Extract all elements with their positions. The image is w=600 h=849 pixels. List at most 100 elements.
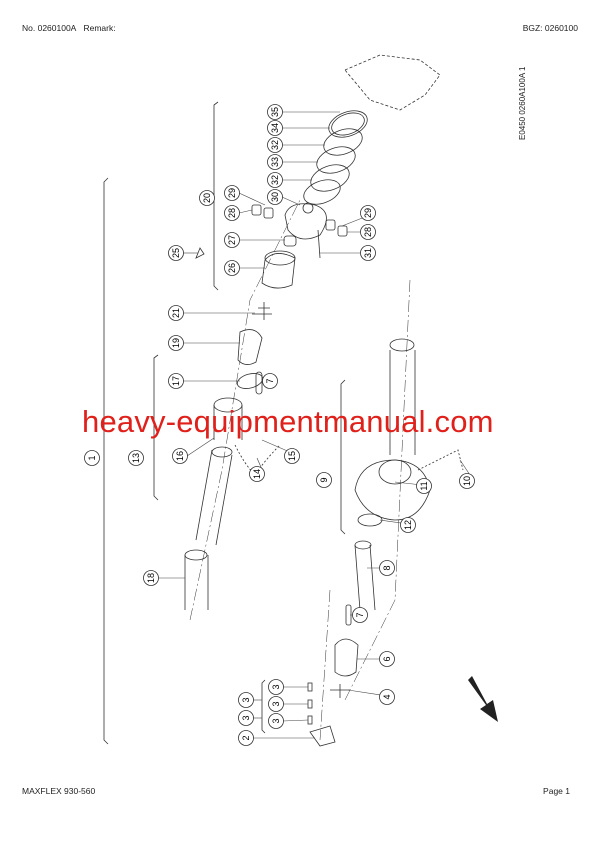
- callout-label: 8: [382, 565, 392, 570]
- callout-circle: [360, 245, 376, 261]
- callout-3: 3: [268, 713, 309, 729]
- callout-circle: [267, 172, 283, 188]
- callout-31: 31: [320, 245, 376, 261]
- callout-label: 7: [355, 612, 365, 617]
- callout-circle: [416, 478, 432, 494]
- leader-line: [281, 196, 301, 206]
- page-number: Page 1: [543, 786, 570, 796]
- callout-circle: [128, 450, 144, 466]
- callout-circle: [172, 448, 188, 464]
- callout-circle: [267, 137, 283, 153]
- callout-12: 12: [379, 517, 416, 533]
- callout-label: 6: [382, 656, 392, 661]
- callout-6: 6: [357, 651, 395, 667]
- callout-28: 28: [224, 205, 253, 221]
- bgz-number: BGZ: 0260100: [522, 23, 578, 33]
- callout-label: 19: [171, 338, 181, 348]
- callout-4: 4: [347, 689, 395, 705]
- callout-circle: [262, 373, 278, 389]
- callout-label: 21: [171, 308, 181, 318]
- callout-circle: [268, 713, 284, 729]
- callout-29: 29: [224, 185, 266, 206]
- leader-line: [238, 192, 266, 206]
- callout-19: 19: [168, 335, 240, 351]
- callout-18: 18: [143, 570, 185, 586]
- callout-circle: [360, 205, 376, 221]
- callout-circle: [267, 189, 283, 205]
- callout-label: 34: [270, 123, 280, 133]
- callout-13: 13: [128, 450, 144, 466]
- callout-26: 26: [224, 260, 265, 276]
- callout-label: 3: [241, 715, 251, 720]
- callout-label: 28: [363, 227, 373, 237]
- bracket-1: [103, 177, 109, 745]
- parts-drawing: [103, 54, 464, 747]
- callout-label: 29: [363, 208, 373, 218]
- callout-label: 14: [252, 469, 262, 479]
- callout-label: 33: [270, 157, 280, 167]
- callout-label: 3: [271, 701, 281, 706]
- callout-7: 7: [262, 373, 278, 389]
- callout-circle: [224, 232, 240, 248]
- callout-label: 32: [270, 140, 280, 150]
- callout-2: 2: [238, 730, 315, 746]
- callout-label: 7: [265, 378, 275, 383]
- callout-20: 20: [199, 190, 215, 206]
- callout-29: 29: [341, 205, 376, 227]
- remark-label: Remark:: [83, 23, 116, 33]
- callout-circle: [238, 730, 254, 746]
- callout-circle: [168, 373, 184, 389]
- callout-circle: [249, 466, 265, 482]
- callout-label: 18: [146, 573, 156, 583]
- callout-label: 12: [403, 520, 413, 530]
- callout-label: 3: [271, 718, 281, 723]
- callout-3: 3: [238, 692, 262, 708]
- callout-label: 4: [382, 694, 392, 699]
- bracket-9: [340, 379, 346, 535]
- callout-label: 25: [171, 248, 181, 258]
- callout-circle: [267, 104, 283, 120]
- callout-33: 33: [267, 154, 318, 170]
- callout-34: 34: [267, 120, 330, 136]
- callout-circle: [400, 517, 416, 533]
- callout-circle: [268, 696, 284, 712]
- reference-code: E0450 0260A100A 1: [518, 66, 527, 140]
- callout-label: 1: [87, 455, 97, 460]
- callout-circle: [352, 607, 368, 623]
- callout-circle: [267, 154, 283, 170]
- callout-circle: [168, 305, 184, 321]
- callout-circle: [238, 710, 254, 726]
- bracket-13: [153, 354, 159, 501]
- callout-label: 28: [227, 208, 237, 218]
- callout-circle: [284, 448, 300, 464]
- callout-25: 25: [168, 245, 198, 261]
- callout-15: 15: [261, 439, 300, 464]
- watermark: heavy-equipmentmanual.com: [82, 404, 494, 439]
- callout-circle: [168, 245, 184, 261]
- model-name: MAXFLEX 930-560: [22, 786, 96, 796]
- callout-label: 10: [462, 476, 472, 486]
- callout-9: 9: [316, 472, 332, 488]
- callout-label: 30: [270, 192, 280, 202]
- callout-21: 21: [168, 305, 255, 321]
- callout-label: 13: [131, 453, 141, 463]
- callout-circle: [268, 679, 284, 695]
- callout-circle: [379, 560, 395, 576]
- callout-circle: [224, 185, 240, 201]
- callout-label: 11: [419, 481, 429, 490]
- callout-label: 16: [175, 451, 185, 461]
- callout-label: 26: [227, 263, 237, 273]
- callout-32: 32: [267, 172, 312, 188]
- callout-label: 31: [363, 248, 373, 258]
- callout-label: 15: [287, 451, 297, 461]
- leader-line: [186, 437, 215, 457]
- callout-label: 3: [271, 684, 281, 689]
- direction-arrow-icon: [468, 676, 498, 722]
- callout-28: 28: [347, 224, 376, 240]
- callout-1: 1: [84, 450, 100, 466]
- document-number: No. 0260100A Remark:: [22, 23, 116, 33]
- callout-16: 16: [172, 437, 215, 464]
- callout-label: 20: [202, 193, 212, 203]
- callout-circle: [224, 260, 240, 276]
